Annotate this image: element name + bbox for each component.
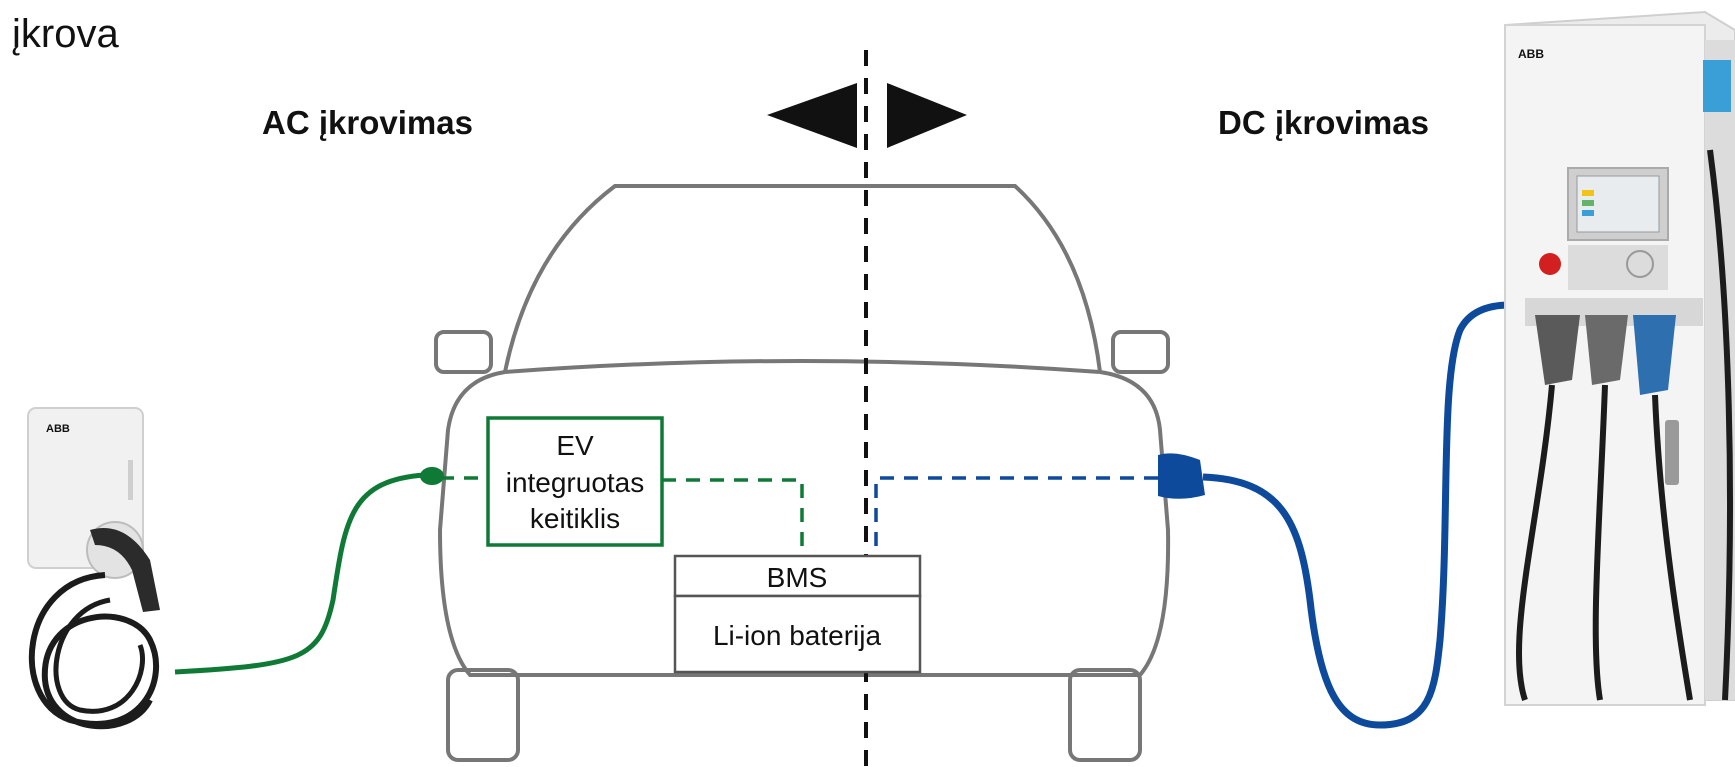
- converter-box: [486, 416, 664, 547]
- dc-plug-icon: [1158, 453, 1205, 499]
- page-title: įkrova: [12, 12, 119, 56]
- ac-cable: [174, 472, 426, 675]
- car-outline: [434, 184, 1171, 762]
- car-mirror-left: [434, 330, 493, 374]
- converter-line-1: EV: [556, 430, 594, 461]
- car-body: [437, 370, 1171, 677]
- arrow-left-icon: [767, 83, 857, 148]
- ac-charging-heading: AC įkrovimas: [262, 104, 473, 141]
- bms-box: [673, 554, 922, 598]
- left-right-arrows-icon: [767, 83, 967, 148]
- ac-plug-icon: [420, 467, 444, 485]
- car-mirror-right: [1111, 330, 1170, 374]
- dc-charger-brand: ABB: [1518, 47, 1544, 61]
- converter-line-2: integruotas: [506, 467, 645, 498]
- battery-box: [673, 594, 922, 674]
- dc-cable: [1202, 301, 1511, 729]
- car-roof: [503, 184, 1102, 373]
- fast-charging-station-icon: ABB: [1503, 10, 1735, 706]
- converter-line-3: keitiklis: [530, 503, 620, 534]
- car-wheel-right: [1068, 668, 1142, 762]
- dc-internal-connection: [874, 476, 1160, 546]
- ac-internal-connection: [440, 476, 804, 556]
- car-windshield-base: [504, 359, 1101, 374]
- ac-charger-brand: ABB: [46, 423, 70, 435]
- arrow-right-icon: [887, 83, 967, 148]
- dc-charging-heading: DC įkrovimas: [1218, 104, 1429, 141]
- wall-charger-icon: ABB: [27, 407, 160, 730]
- bms-label: BMS: [767, 562, 828, 593]
- battery-label: Li-ion baterija: [713, 620, 882, 651]
- car-wheel-left: [446, 668, 520, 762]
